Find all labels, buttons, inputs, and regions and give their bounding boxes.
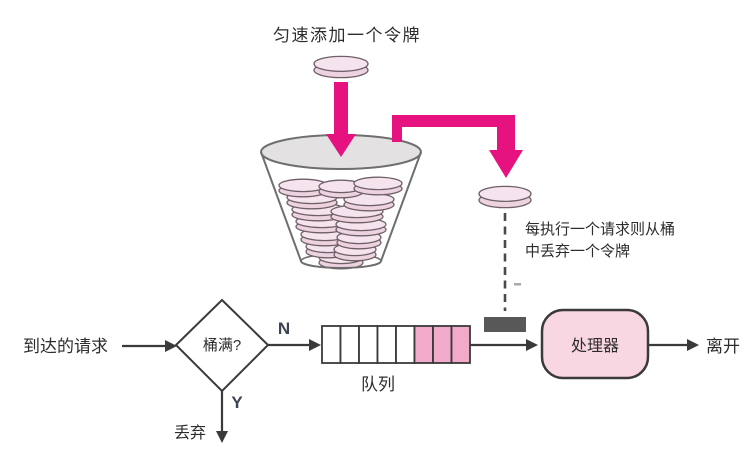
arrowhead-to-processor (526, 339, 538, 351)
consume-label-line1: 每执行一个请求则从桶 (525, 221, 675, 238)
token-disc (313, 55, 369, 79)
discard-label: 丢弃 (174, 424, 206, 442)
queue-cell (321, 325, 342, 364)
token-disc (318, 179, 364, 199)
queue-cell (413, 325, 434, 364)
arriving-requests-label: 到达的请求 (23, 337, 108, 356)
processor-label: 处理器 (571, 337, 619, 355)
queue-cell (358, 325, 379, 364)
token-gate-slot (484, 317, 526, 332)
queue (321, 325, 471, 364)
arrowhead-to-queue (309, 339, 321, 351)
token-disc (353, 176, 403, 196)
arrowhead-arriving (165, 340, 177, 352)
incoming-token-disc (313, 55, 369, 79)
token-disc (278, 178, 328, 198)
token-disc (343, 192, 395, 212)
consume-label-line2: 中丢弃一个令牌 (525, 243, 630, 260)
queue-cell (376, 325, 397, 364)
queue-label: 队列 (361, 375, 395, 394)
stray-mark (514, 283, 521, 286)
token-disc (478, 185, 532, 209)
arrowhead-discard (216, 431, 228, 443)
consume-token-arrow (392, 115, 523, 178)
branch-no-label: N (278, 319, 290, 338)
bucket-outline (260, 151, 422, 269)
consumed-token-disc (478, 185, 532, 209)
bucket (260, 134, 422, 270)
branch-yes-label: Y (231, 393, 243, 412)
bucket-tokens (278, 176, 403, 270)
add-token-arrow (326, 82, 356, 157)
queue-cell (395, 325, 416, 364)
queue-cell (339, 325, 360, 364)
arrowhead-leave (687, 339, 699, 351)
queue-cell (432, 325, 453, 364)
queue-cell (450, 325, 471, 364)
add-token-label: 匀速添加一个令牌 (273, 26, 421, 45)
leave-label: 离开 (706, 337, 740, 356)
decision-label: 桶满? (203, 337, 241, 354)
